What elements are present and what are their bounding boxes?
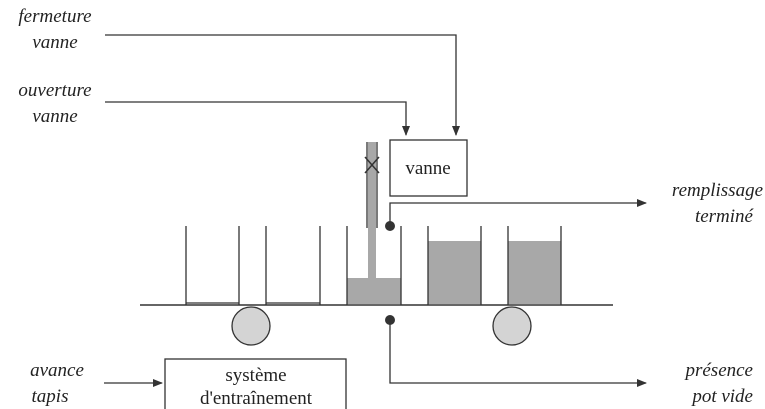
empty-pot-label-line1: présence <box>683 360 753 381</box>
valve-box: vanne <box>389 139 468 197</box>
roller-left-icon <box>231 306 271 346</box>
fill-complete-output: remplissage terminé <box>385 180 763 231</box>
pot-4-full <box>427 226 482 305</box>
valve-close-signal-line <box>105 34 460 136</box>
drive-box-label-line1: système <box>225 365 286 386</box>
valve-box-label: vanne <box>405 158 450 179</box>
roller-right-icon <box>492 306 532 346</box>
valve-close-input: fermeture vanne <box>18 6 460 136</box>
filling-pipe <box>364 142 380 278</box>
pot-3-filling <box>346 226 402 305</box>
valve-open-signal-line <box>105 101 410 136</box>
drive-system-box: système d'entraînement <box>164 358 347 409</box>
valve-cross-icon <box>364 156 380 174</box>
valve-close-label-line1: fermeture <box>18 6 91 27</box>
fill-complete-signal-line <box>389 199 647 226</box>
belt-advance-label-line2: tapis <box>32 386 69 407</box>
pot-1-empty <box>185 226 240 305</box>
valve-close-label-line2: vanne <box>32 32 77 53</box>
pot-2-empty <box>265 226 321 305</box>
empty-pot-label-line2: pot vide <box>690 386 753 407</box>
empty-pot-output: présence pot vide <box>385 315 753 407</box>
fill-complete-label-line1: remplissage <box>672 180 763 201</box>
valve-open-label-line2: vanne <box>32 106 77 127</box>
drive-box-label-line2: d'entraînement <box>200 388 313 409</box>
pot-5-full <box>507 226 562 305</box>
empty-pot-signal-line <box>389 320 647 387</box>
valve-open-label-line1: ouverture <box>18 80 91 101</box>
valve-open-input: ouverture vanne <box>18 80 410 136</box>
fill-complete-label-line2: terminé <box>695 206 755 227</box>
belt-advance-label-line1: avance <box>30 360 84 381</box>
belt-advance-input: avance tapis <box>30 360 163 407</box>
liquid-stream <box>368 142 376 278</box>
